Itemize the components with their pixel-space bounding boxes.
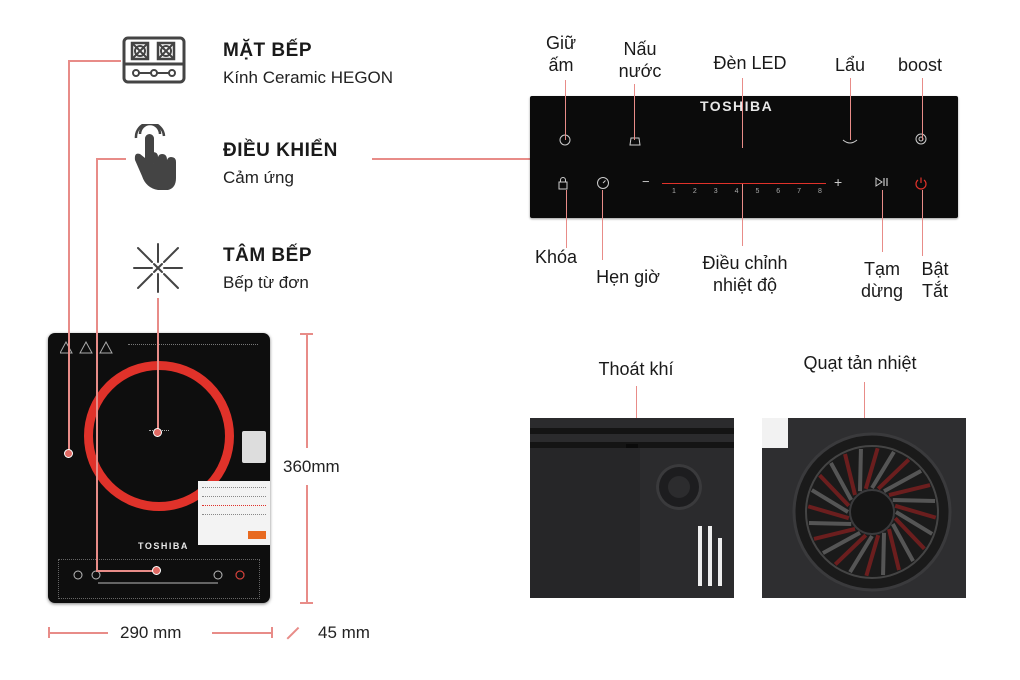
fan-blade bbox=[864, 534, 881, 577]
feature-subtitle: Cảm ứng bbox=[223, 168, 294, 187]
fan-blade bbox=[858, 448, 863, 492]
fan-blade bbox=[870, 450, 896, 490]
fan-blade bbox=[863, 447, 880, 490]
fan-blade bbox=[848, 534, 874, 574]
feature-title: ĐIỀU KHIỂN bbox=[223, 140, 338, 161]
fan-blade bbox=[887, 528, 901, 571]
feature-control: ĐIỀU KHIỂN Cảm ứng bbox=[223, 140, 338, 188]
burst-center-icon bbox=[132, 242, 184, 294]
fan-blade bbox=[829, 461, 853, 501]
label-power: Bật Tắt bbox=[921, 259, 949, 301]
fan-blade bbox=[881, 532, 886, 576]
fan-blade bbox=[821, 531, 861, 555]
fan-icon bbox=[792, 432, 952, 592]
fan-blade bbox=[894, 503, 937, 520]
label-fan: Quạt tản nhiệt bbox=[803, 353, 917, 373]
label-lock: Khóa bbox=[534, 247, 578, 267]
fan-blade bbox=[807, 504, 850, 521]
hotpot-icon bbox=[842, 139, 858, 144]
label-pause: Tạm dừng bbox=[860, 259, 904, 301]
plus-symbol: + bbox=[834, 174, 843, 190]
label-boost: boost bbox=[897, 55, 943, 75]
lock-icon bbox=[558, 177, 568, 190]
label-temp: Điều chỉnh nhiệt độ bbox=[702, 253, 788, 295]
feature-cooktop: MẶT BẾP Kính Ceramic HEGON bbox=[223, 40, 393, 88]
timer-icon bbox=[597, 177, 609, 189]
fan-blade bbox=[894, 510, 934, 536]
feature-center: TÂM BẾP Bếp từ đơn bbox=[223, 245, 312, 293]
label-hotpot: Lẩu bbox=[834, 55, 866, 75]
touch-hand-icon bbox=[128, 121, 180, 192]
cooktop-icon bbox=[122, 36, 186, 84]
cooktop-image: TOSHIBA bbox=[48, 333, 270, 603]
feature-subtitle: Bếp từ đơn bbox=[223, 273, 309, 292]
fan-blade bbox=[808, 521, 852, 526]
feature-title: TÂM BẾP bbox=[223, 245, 312, 266]
boost-icon bbox=[915, 133, 927, 145]
fan-blade bbox=[893, 516, 926, 551]
cooktop-brand: TOSHIBA bbox=[138, 541, 189, 551]
fan-blade bbox=[888, 483, 931, 497]
fan-blade bbox=[843, 453, 857, 496]
fan-blade bbox=[892, 498, 936, 503]
vent-photo bbox=[530, 418, 734, 598]
fan-blade bbox=[883, 469, 923, 493]
fan-blade bbox=[810, 488, 850, 514]
fan-blade bbox=[876, 458, 911, 491]
kettle-icon bbox=[629, 137, 641, 146]
width-dimension: 290 mm bbox=[120, 623, 182, 642]
panel-brand: TOSHIBA bbox=[700, 98, 774, 114]
fan-photo bbox=[762, 418, 966, 598]
label-boil-water: Nấu nước bbox=[618, 39, 662, 81]
fan-blade bbox=[813, 527, 856, 541]
height-dimension: 360mm bbox=[283, 457, 340, 476]
feature-subtitle: Kính Ceramic HEGON bbox=[223, 68, 394, 87]
feature-title: MẶT BẾP bbox=[223, 40, 312, 61]
power-icon bbox=[915, 177, 927, 190]
fan-blade bbox=[891, 523, 915, 563]
pause-icon bbox=[875, 177, 888, 187]
label-keep-warm: Giữ ấm bbox=[545, 33, 577, 75]
fan-blade bbox=[818, 473, 851, 508]
label-led: Đèn LED bbox=[713, 53, 787, 73]
warning-icon bbox=[60, 341, 113, 354]
label-vent: Thoát khí bbox=[598, 359, 674, 379]
depth-dimension: 45 mm bbox=[318, 623, 370, 642]
label-timer: Hẹn giờ bbox=[596, 267, 660, 287]
heating-zone bbox=[84, 361, 234, 511]
fan-blade bbox=[833, 533, 868, 566]
minus-symbol: − bbox=[642, 174, 650, 189]
